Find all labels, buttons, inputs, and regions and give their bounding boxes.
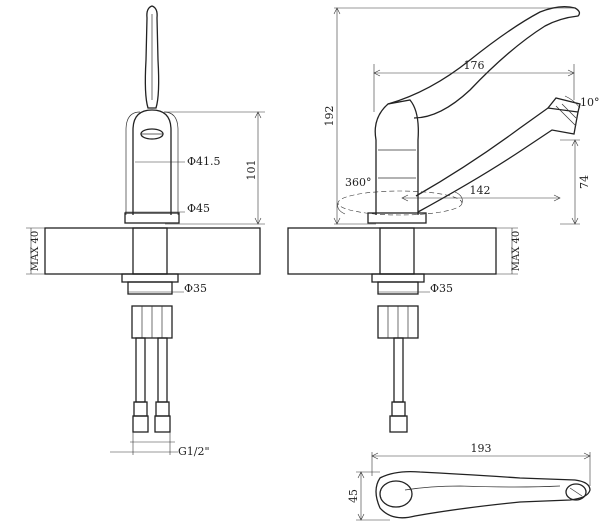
front-lock-nut <box>121 273 179 283</box>
top-view-outline <box>375 470 591 519</box>
side-view: 192 176 10° 360° 142 74 MAX 40 Φ35 <box>287 6 600 433</box>
side-base <box>367 212 427 224</box>
top-handle-tip <box>565 483 587 501</box>
side-lever-handle <box>387 6 581 119</box>
top-view: 193 45 <box>347 442 591 521</box>
front-base <box>124 212 180 224</box>
side-lock-nut <box>371 273 425 283</box>
side-countertop <box>287 227 497 275</box>
front-lever-handle <box>144 5 160 109</box>
side-max40-label: MAX 40 <box>511 231 522 271</box>
side-height-192-label: 192 <box>323 106 336 127</box>
front-hose-right <box>157 337 168 403</box>
side-diameter-35-label: Φ35 <box>430 282 453 295</box>
front-countertop <box>44 227 261 275</box>
front-hose-nut-left <box>132 415 149 433</box>
side-body <box>374 99 419 215</box>
side-hose-nut <box>389 415 408 433</box>
side-hose <box>393 337 404 403</box>
front-diameter-35-label: Φ35 <box>184 282 207 295</box>
front-hose-nut-right <box>154 415 171 433</box>
front-thread-label: G1/2" <box>178 445 210 458</box>
side-threaded-shank <box>379 227 415 275</box>
front-view: 101 Φ41.5 Φ45 MAX 40 Φ35 G1/2" <box>26 5 265 458</box>
top-width-193-label: 193 <box>471 442 492 455</box>
front-hose-left <box>135 337 146 403</box>
side-height-74-label: 74 <box>578 175 591 189</box>
front-diameter-45-label: Φ45 <box>187 202 210 215</box>
front-body <box>132 109 172 215</box>
side-width-176-label: 176 <box>464 59 485 72</box>
side-rotation-label: 360° <box>345 176 372 189</box>
front-height-label: 101 <box>245 160 258 181</box>
front-threaded-shank <box>132 227 168 275</box>
side-spout <box>415 107 579 213</box>
top-height-45-label: 45 <box>347 489 360 503</box>
side-angle-label: 10° <box>580 96 600 109</box>
front-diameter-41-label: Φ41.5 <box>187 155 221 168</box>
side-width-142-label: 142 <box>470 184 491 197</box>
front-max40-label: MAX 40 <box>30 231 41 271</box>
side-rotation-ellipse <box>337 190 463 216</box>
